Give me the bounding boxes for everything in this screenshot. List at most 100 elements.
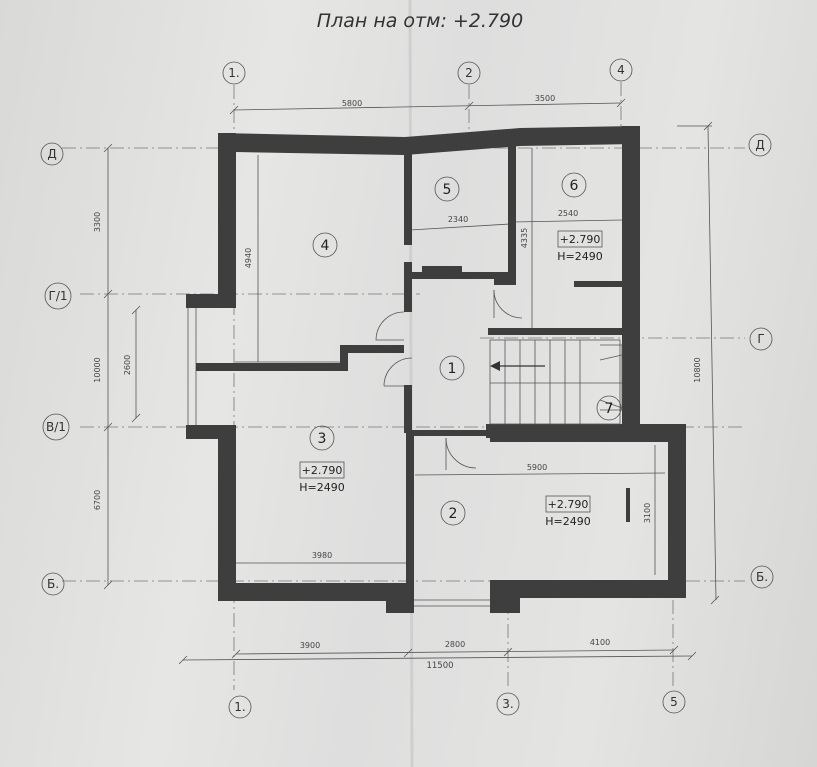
- partition-line: [409, 223, 511, 231]
- wall-east-upper: [622, 126, 640, 426]
- room-marker: [439, 355, 465, 381]
- dim-left-3300: 3300: [93, 212, 102, 232]
- room3-level: +2.790: [302, 464, 343, 477]
- dim-tick: [464, 101, 474, 111]
- dim-bottom-2800: 2800: [445, 640, 465, 649]
- wall-partition-5: [404, 272, 512, 279]
- paper-fold: [408, 0, 414, 767]
- dim-tick: [229, 105, 239, 115]
- wall-north: [218, 126, 638, 155]
- dim-top-5800: 5800: [342, 99, 362, 108]
- staircase: [489, 339, 623, 425]
- stair-tread: [599, 399, 623, 409]
- wall-stub: [486, 424, 494, 438]
- room-number-4: 4: [321, 238, 330, 254]
- axis-marker-circle: [748, 133, 772, 157]
- room-numbers: 4 5 6 1 7 3 2: [309, 172, 622, 526]
- dim-room2-5900: 5900: [527, 463, 547, 472]
- wall-partition: [494, 278, 516, 285]
- dim-tick: [710, 595, 720, 605]
- axis-marker-circle: [44, 282, 72, 310]
- axis-top-4: 4: [617, 63, 625, 77]
- dim-tick: [131, 305, 141, 315]
- axis-marker-circle: [228, 695, 252, 719]
- wall-east-step: [490, 424, 686, 442]
- wall-stub: [626, 488, 630, 522]
- room-marker: [440, 500, 466, 526]
- wall-west-lower: [218, 425, 236, 601]
- wall-cabinet: [422, 266, 462, 274]
- room6-level: +2.790: [560, 233, 601, 246]
- walls: [186, 126, 686, 613]
- axis-marker-circle: [662, 690, 686, 714]
- dim-tick: [103, 143, 113, 153]
- axis-right-b: Б.: [756, 570, 768, 584]
- room-marker: [309, 425, 335, 451]
- room-number-2: 2: [449, 506, 458, 522]
- dim-tick: [403, 648, 413, 658]
- dim-tick: [231, 649, 241, 659]
- axis-marker-circle: [496, 692, 520, 716]
- wall-west-upper: [218, 133, 236, 303]
- room-number-5: 5: [443, 182, 452, 198]
- dim-room2-3100: 3100: [643, 503, 652, 523]
- dim-tick: [103, 580, 113, 590]
- partition-line: [511, 219, 623, 223]
- axis-right-g: Г: [757, 332, 764, 346]
- axis-markers: 1. 2 4 1. 3. 5 Д Г/1 В/1 Б. Д Г Б.: [40, 58, 774, 719]
- axis-left-g1: Г/1: [49, 289, 68, 303]
- dim-line-bottom-total: [182, 655, 693, 661]
- dim-left-2600: 2600: [123, 355, 132, 375]
- room-marker: [561, 172, 587, 198]
- room-number-1: 1: [448, 361, 457, 377]
- axis-left-b: Б.: [47, 577, 59, 591]
- wall-jamb: [186, 294, 236, 308]
- wall-partition-center-lower: [406, 433, 414, 588]
- axis-marker-circle: [222, 61, 246, 85]
- dim-bottom-11500: 11500: [426, 661, 453, 671]
- axis-marker-circle: [41, 572, 65, 596]
- dim-room6-4335: 4335: [520, 228, 529, 248]
- dim-left-10000: 10000: [93, 357, 102, 382]
- stair-outline: [489, 339, 621, 425]
- wall-south-left: [218, 583, 414, 601]
- axis-top-1: 1.: [228, 66, 239, 80]
- dim-room3-3980: 3980: [312, 551, 332, 560]
- room-number-7: 7: [605, 401, 614, 417]
- axis-top-2: 2: [465, 66, 473, 80]
- partition-line: [414, 472, 666, 476]
- level-box: [557, 230, 603, 248]
- axis-marker-circle: [42, 413, 70, 441]
- door-swing: [445, 437, 477, 469]
- dim-tick: [178, 655, 188, 665]
- doors: [375, 289, 523, 470]
- room-dimensions: 4940 2340 2540 4335 3980 5900 3100: [244, 209, 652, 560]
- wall-partition-center: [404, 145, 412, 245]
- level-box: [545, 495, 591, 513]
- dim-room6-2540: 2540: [558, 209, 578, 218]
- dim-tick: [616, 98, 626, 108]
- room2-level: +2.790: [548, 498, 589, 511]
- level-box: [299, 461, 345, 479]
- wall-east-lower: [668, 424, 686, 598]
- room-number-6: 6: [570, 178, 579, 194]
- dim-right-10800: 10800: [693, 357, 702, 382]
- dim-tick: [503, 647, 513, 657]
- dim-line-top: [233, 102, 622, 111]
- dim-room4-4940: 4940: [244, 248, 253, 268]
- dim-tick: [131, 413, 141, 423]
- dim-bottom-4100: 4100: [590, 638, 610, 647]
- wall-partition-4-3: [196, 345, 404, 371]
- dim-line-right: [707, 125, 717, 601]
- dim-tick: [103, 422, 113, 432]
- door-swing: [375, 311, 405, 341]
- axis-right-d: Д: [755, 138, 764, 152]
- dim-tick: [703, 121, 713, 131]
- dimension-lines: 5800 3500 3900 2800 4100 11500 3300 1000…: [93, 94, 720, 671]
- room-number-3: 3: [318, 431, 327, 447]
- door-swing: [493, 289, 523, 319]
- axis-bottom-3: 3.: [502, 697, 513, 711]
- door-swing: [383, 357, 413, 387]
